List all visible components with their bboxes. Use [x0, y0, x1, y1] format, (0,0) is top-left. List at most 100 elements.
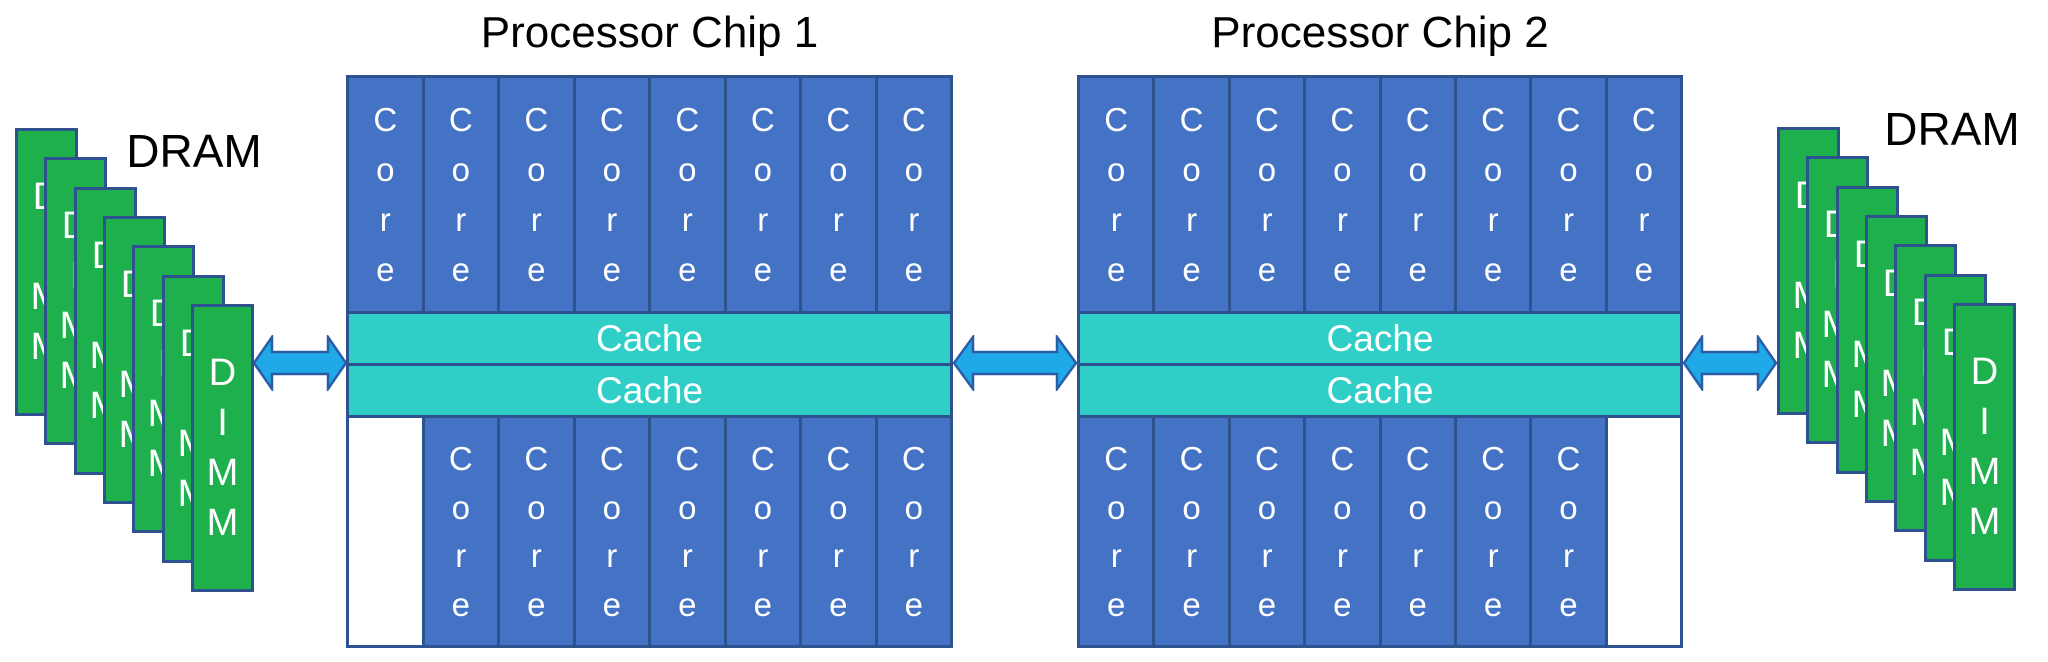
- core-letter: r: [1336, 201, 1348, 238]
- core-letter: C: [599, 101, 624, 138]
- core-letter: r: [1412, 201, 1424, 238]
- core-letter: C: [901, 101, 926, 138]
- core-letter: C: [1104, 439, 1129, 477]
- core-letter: e: [451, 251, 470, 288]
- chip1-to-chip2-double-arrow-icon: [953, 335, 1077, 391]
- dimm-letter: I: [217, 402, 228, 444]
- core-letter: C: [1330, 439, 1355, 477]
- core-letter: C: [675, 101, 700, 138]
- dimm-letter: I: [1979, 401, 1990, 443]
- core-letter: e: [1182, 586, 1201, 624]
- core-letter: C: [826, 439, 851, 477]
- core-letter: o: [527, 488, 546, 526]
- core-letter: r: [1562, 201, 1574, 238]
- core-letter: r: [681, 201, 693, 238]
- dimm-letter: M: [1968, 501, 2001, 543]
- core-letter: C: [750, 101, 775, 138]
- core-letter: C: [1179, 101, 1204, 138]
- cache-bar: Cache: [1080, 311, 1680, 363]
- core-letter: C: [1330, 101, 1355, 138]
- core-letter: o: [1182, 151, 1201, 188]
- core-letter: e: [753, 586, 772, 624]
- core-letter: r: [1562, 537, 1574, 575]
- core-letter: r: [908, 201, 920, 238]
- core-letter: r: [455, 201, 467, 238]
- core-letter: C: [1631, 101, 1656, 138]
- core-letter: o: [1559, 488, 1578, 526]
- core-letter: e: [1257, 251, 1277, 288]
- dimm-letter: M: [1968, 451, 2001, 493]
- core-letter: e: [904, 251, 923, 288]
- core-letter: e: [904, 586, 923, 624]
- core-letter: o: [527, 151, 546, 188]
- empty-core-slot: [1604, 418, 1680, 645]
- core-letter: o: [829, 488, 848, 526]
- core-letter: o: [602, 151, 621, 188]
- core-letter: r: [606, 537, 618, 575]
- core-letter: o: [1107, 151, 1126, 188]
- core-letter: C: [524, 439, 549, 477]
- core-letter: C: [1556, 101, 1581, 138]
- core-letter: e: [602, 251, 621, 288]
- core-letter: r: [1487, 201, 1499, 238]
- core-letter: r: [1186, 537, 1198, 575]
- core-letter: C: [1104, 101, 1129, 138]
- core-letter: o: [451, 151, 470, 188]
- core-letter: r: [832, 201, 844, 238]
- core-letter: e: [1483, 586, 1503, 624]
- left-dimm-stack: DIMMDIMMDIMMDIMMDIMMDIMMDIMM: [15, 128, 315, 608]
- core-letter: C: [599, 439, 624, 477]
- core-letter: C: [1481, 101, 1505, 138]
- core-letter: C: [1405, 101, 1430, 138]
- core-letter: e: [753, 251, 772, 288]
- dimm-letter: M: [206, 502, 239, 544]
- chip2-title: Processor Chip 2: [1211, 8, 1549, 57]
- core-letter: C: [448, 439, 473, 477]
- core-letter: o: [1257, 151, 1277, 188]
- core-letter: C: [1405, 439, 1430, 477]
- core-letter: e: [527, 251, 546, 288]
- core-letter: e: [1333, 586, 1352, 624]
- core-letter: e: [602, 586, 621, 624]
- core-letter: e: [1182, 251, 1201, 288]
- empty-core-slot: [349, 418, 422, 645]
- core-letter: C: [448, 101, 473, 138]
- core-letter: e: [1333, 251, 1352, 288]
- dimm-letter: D: [208, 352, 237, 394]
- core-letter: r: [908, 537, 920, 575]
- core-letter: r: [1412, 537, 1424, 575]
- core-letter: o: [1333, 488, 1352, 526]
- core-letter: r: [681, 537, 693, 575]
- core-letter: C: [826, 101, 851, 138]
- core-letter: r: [1487, 537, 1499, 575]
- core-letter: o: [1634, 151, 1653, 188]
- chip1-title: Processor Chip 1: [480, 8, 819, 57]
- core-letter: C: [1255, 101, 1279, 138]
- core-letter: C: [1255, 439, 1279, 477]
- core-letter: e: [1408, 586, 1427, 624]
- core-letter: o: [1107, 488, 1126, 526]
- core-letter: r: [1261, 201, 1273, 238]
- core-letter: o: [678, 151, 697, 188]
